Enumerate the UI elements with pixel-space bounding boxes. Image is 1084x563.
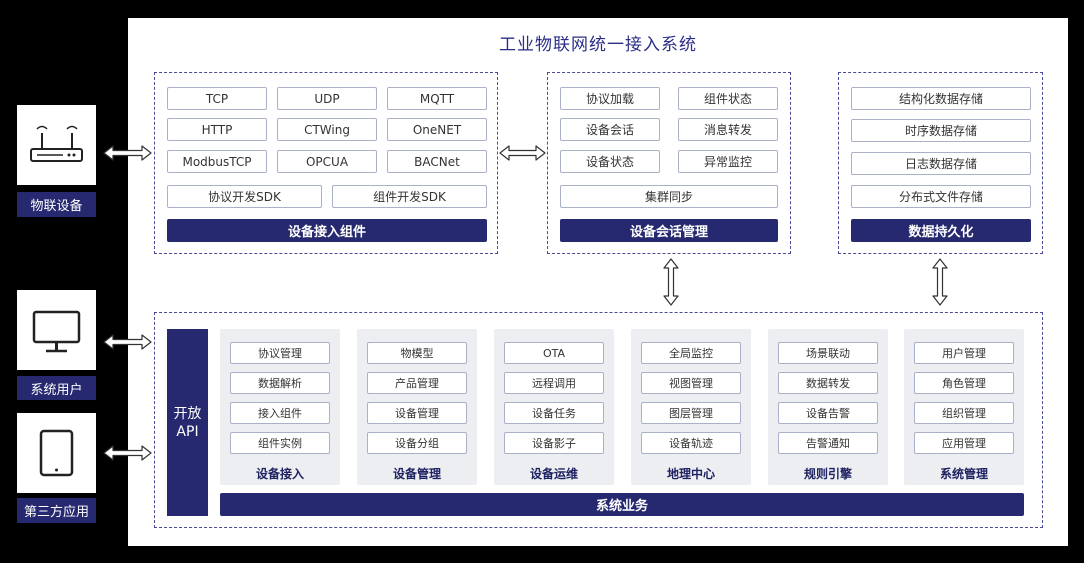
protocol-udp: UDP xyxy=(277,87,377,110)
third-party-box xyxy=(17,413,96,493)
platform-group xyxy=(154,312,1043,528)
open-api-block: 开放 API xyxy=(167,329,208,516)
iot-device-label: 物联设备 xyxy=(17,192,96,217)
session-item: 异常监控 xyxy=(678,150,778,173)
module-item: 设备影子 xyxy=(504,432,604,454)
session-item: 设备会话 xyxy=(560,118,660,141)
module-title: 设备接入 xyxy=(255,467,304,481)
storage-label: 数据持久化 xyxy=(851,219,1031,242)
protocol-tcp: TCP xyxy=(167,87,267,110)
arrow-access-session xyxy=(499,145,546,161)
session-label: 设备会话管理 xyxy=(560,219,778,242)
module-item: 数据解析 xyxy=(230,372,330,394)
session-item: 消息转发 xyxy=(678,118,778,141)
device-access-label: 设备接入组件 xyxy=(167,219,487,242)
module-item: 设备分组 xyxy=(367,432,467,454)
module-item: 协议管理 xyxy=(230,342,330,364)
session-item: 设备状态 xyxy=(560,150,660,173)
cluster-sync: 集群同步 xyxy=(560,185,778,208)
module-item: 设备告警 xyxy=(778,402,878,424)
protocol-mqtt: MQTT xyxy=(387,87,487,110)
module-item: 全局监控 xyxy=(641,342,741,364)
arrow-storage-platform xyxy=(932,258,948,306)
session-item: 协议加载 xyxy=(560,87,660,110)
protocol-modbustcp: ModbusTCP xyxy=(167,150,267,173)
module-item: 角色管理 xyxy=(914,372,1014,394)
module-item: 设备任务 xyxy=(504,402,604,424)
module-item: 告警通知 xyxy=(778,432,878,454)
module-item: 设备管理 xyxy=(367,402,467,424)
module-item: 场景联动 xyxy=(778,342,878,364)
module-item: 设备轨迹 xyxy=(641,432,741,454)
arrow-user-platform xyxy=(103,334,152,350)
device-access-group xyxy=(154,72,498,254)
module-item: 图层管理 xyxy=(641,402,741,424)
module-item: 接入组件 xyxy=(230,402,330,424)
third-party-label: 第三方应用 xyxy=(17,498,96,523)
diagram-title: 工业物联网统一接入系统 xyxy=(499,35,697,55)
session-item: 组件状态 xyxy=(678,87,778,110)
module-item: 视图管理 xyxy=(641,372,741,394)
storage-group xyxy=(838,72,1043,254)
module-item: 组件实例 xyxy=(230,432,330,454)
module-item: 物模型 xyxy=(367,342,467,364)
module-item: 产品管理 xyxy=(367,372,467,394)
system-business-label: 系统业务 xyxy=(220,493,1024,516)
protocol-onenet: OneNET xyxy=(387,118,487,141)
storage-item: 分布式文件存储 xyxy=(851,185,1031,208)
tablet-icon xyxy=(39,429,74,477)
system-user-label: 系统用户 xyxy=(17,376,96,400)
arrow-session-platform xyxy=(663,258,679,306)
open-api-line2: API xyxy=(176,423,199,440)
protocol-sdk: 协议开发SDK xyxy=(167,185,322,208)
open-api-line1: 开放 xyxy=(173,405,202,422)
storage-item: 时序数据存储 xyxy=(851,119,1031,142)
module-title: 设备管理 xyxy=(392,467,441,481)
module-title: 规则引擎 xyxy=(803,467,852,481)
module-item: OTA xyxy=(504,342,604,364)
router-icon xyxy=(30,125,83,162)
module-title: 设备运维 xyxy=(529,467,578,481)
protocol-opcua: OPCUA xyxy=(277,150,377,173)
protocol-bacnet: BACNet xyxy=(387,150,487,173)
protocol-http: HTTP xyxy=(167,118,267,141)
module-item: 远程调用 xyxy=(504,372,604,394)
iot-device-box xyxy=(17,105,96,185)
module-item: 组织管理 xyxy=(914,402,1014,424)
storage-item: 结构化数据存储 xyxy=(851,87,1031,110)
component-sdk: 组件开发SDK xyxy=(332,185,487,208)
protocol-ctwing: CTWing xyxy=(277,118,377,141)
module-item: 应用管理 xyxy=(914,432,1014,454)
system-user-box xyxy=(17,290,96,370)
module-title: 系统管理 xyxy=(939,467,988,481)
module-item: 用户管理 xyxy=(914,342,1014,364)
session-group xyxy=(547,72,791,254)
module-title: 地理中心 xyxy=(666,467,715,481)
arrow-device-access xyxy=(103,145,152,161)
storage-item: 日志数据存储 xyxy=(851,152,1031,175)
arrow-thirdparty-platform xyxy=(103,445,152,461)
module-item: 数据转发 xyxy=(778,372,878,394)
monitor-icon xyxy=(32,310,81,353)
